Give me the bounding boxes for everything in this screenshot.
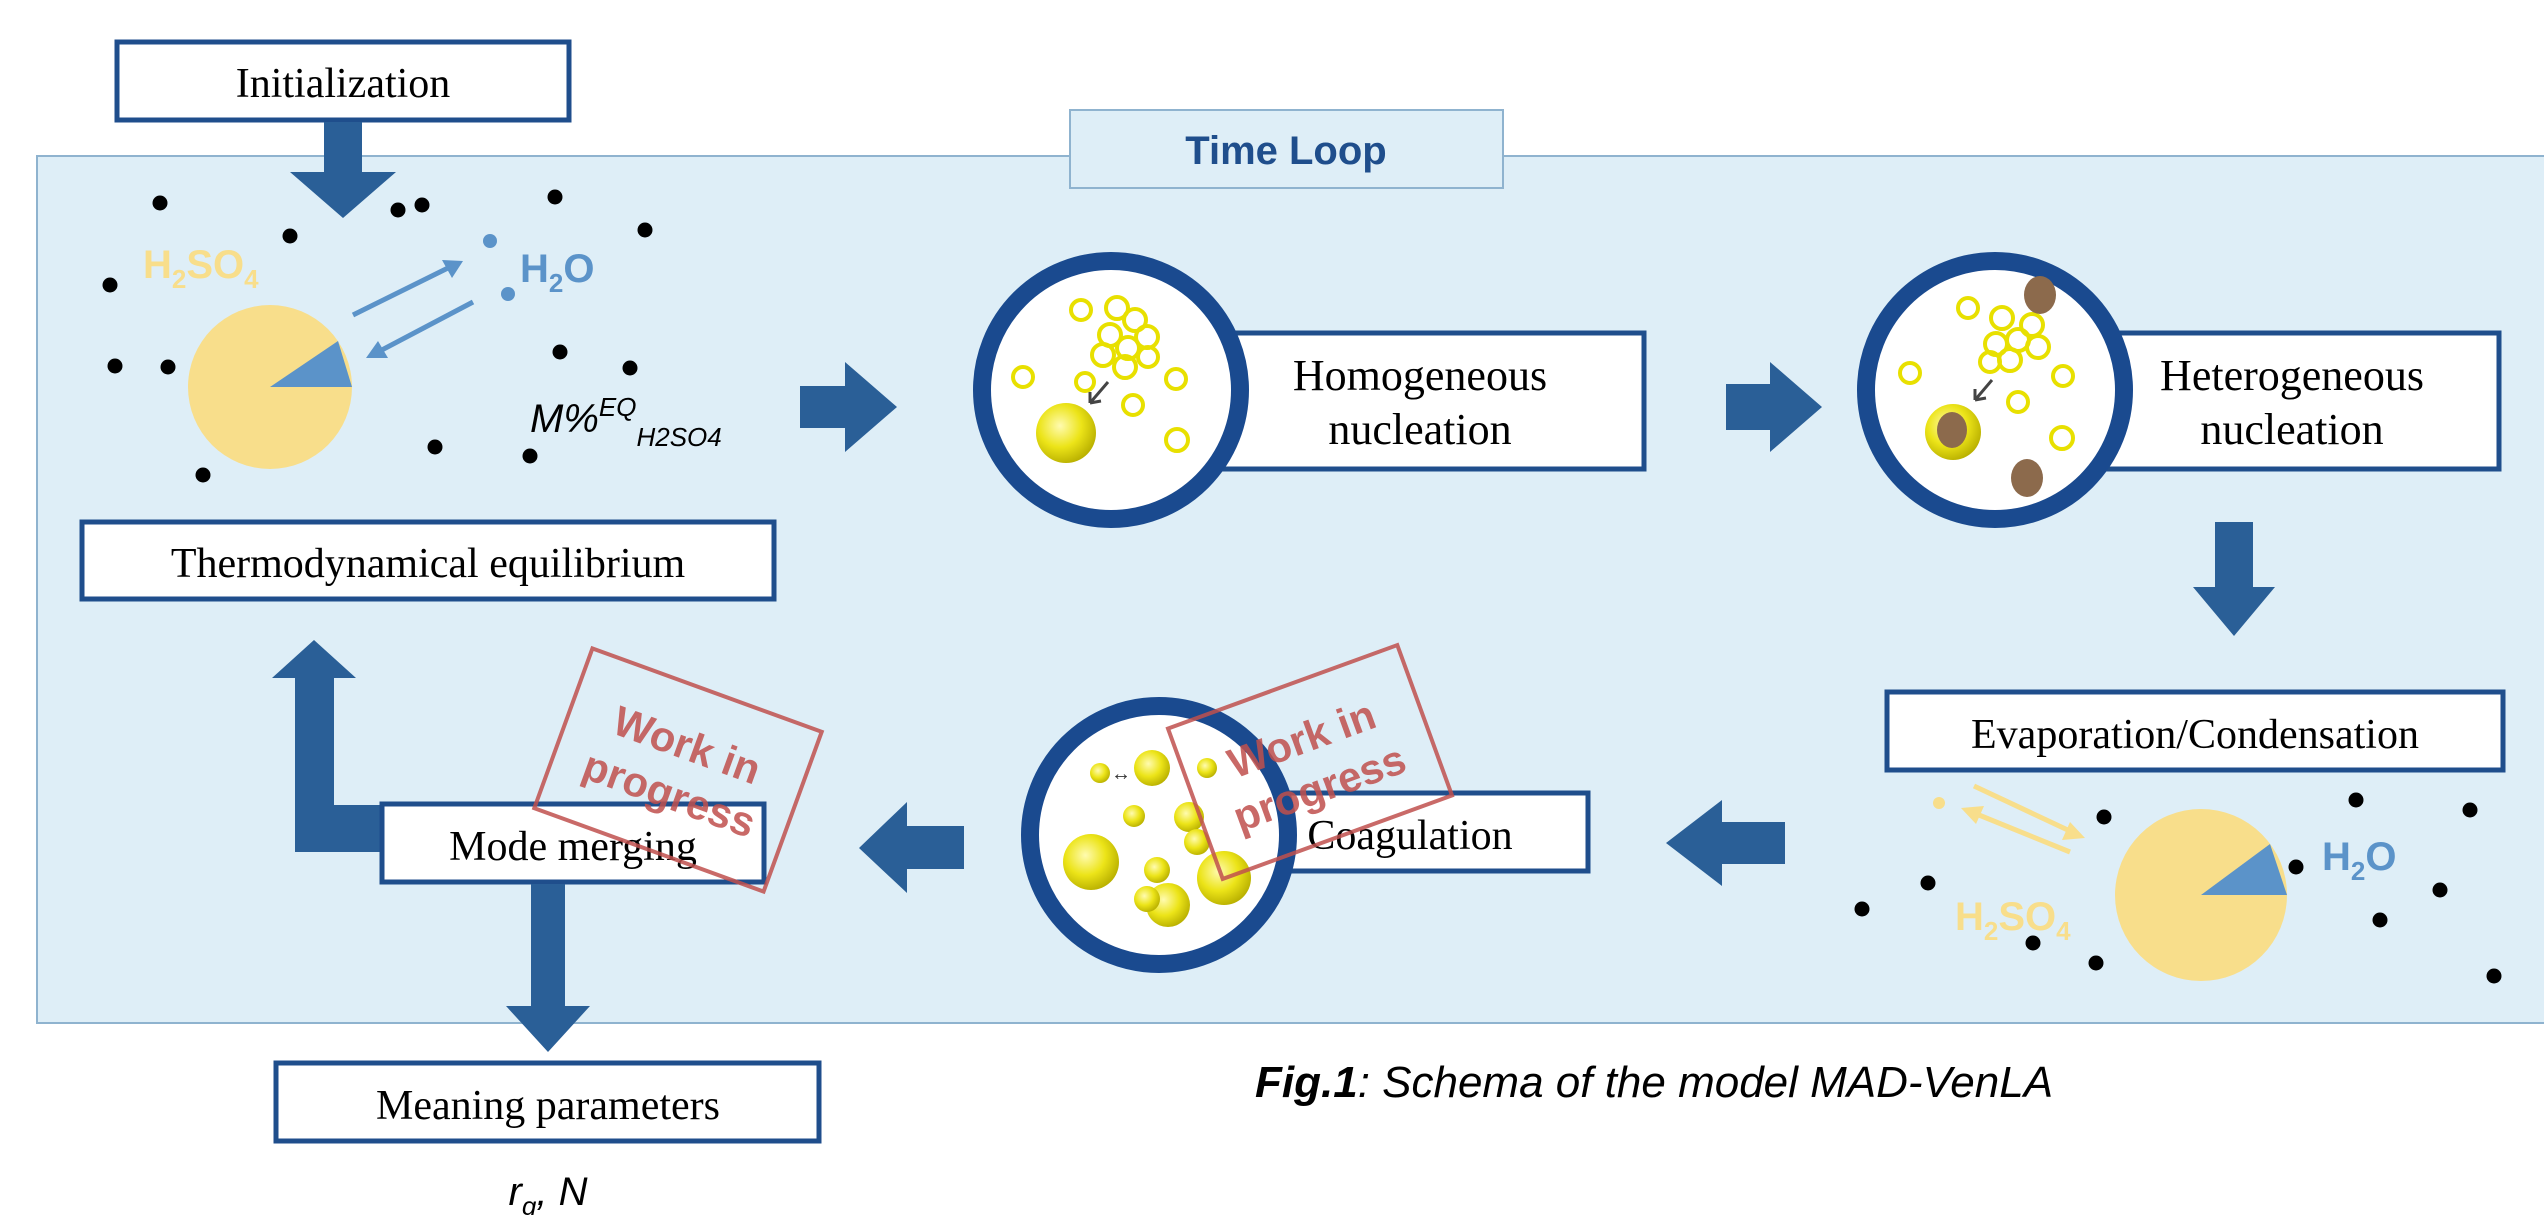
h2so4-label: H2SO4: [143, 243, 259, 294]
feedback-arrow-to-thermo: [272, 640, 385, 852]
thermo-node: Thermodynamical equilibrium: [79, 519, 777, 602]
homogeneous-label-line2: nucleation: [1328, 405, 1511, 454]
svg-text:H2SO4: H2SO4: [143, 243, 259, 294]
arrow-to-homogeneous: [800, 362, 897, 452]
small-droplets: [1011, 295, 1190, 453]
homogeneous-node: Homogeneous nucleation: [973, 252, 1647, 528]
collision-arrow: ↔: [1111, 763, 1131, 785]
meaning-label: Meaning parameters: [376, 1083, 720, 1129]
water-vapor-dot: [483, 234, 497, 248]
heterogeneous-label-line2: nucleation: [2200, 405, 2383, 454]
meaning-node: Meaning parameters: [273, 1060, 822, 1144]
time-loop-title-box: [1069, 109, 1504, 189]
black-particles: [1854, 792, 2502, 984]
time-loop-title: Time Loop: [1185, 129, 1386, 173]
evaporation-illustration: H2SO4 H2O: [1854, 783, 2502, 984]
svg-text:H2O: H2O: [520, 247, 594, 298]
thermo-box: [79, 519, 777, 602]
homogeneous-label-line1: Homogeneous: [1293, 351, 1547, 400]
svg-text:H2O: H2O: [2322, 835, 2396, 886]
exchange-arrow-up: [351, 263, 454, 318]
heterogeneous-circle: [1857, 252, 2133, 528]
heterogeneous-box: [2065, 330, 2502, 472]
exchange-arrow-right: [1972, 783, 2074, 835]
exchange-arrowhead: [366, 341, 388, 358]
meq-label: M%EQH2SO4: [530, 392, 722, 452]
arrow-to-evaporation: [2193, 522, 2275, 636]
thermo-label: Thermodynamical equilibrium: [171, 541, 686, 587]
growth-arrow: [1973, 379, 1994, 402]
exchange-arrowhead: [442, 260, 463, 278]
initialization-node: Initialization: [114, 39, 572, 123]
small-droplets: [1898, 296, 2075, 451]
initialization-box: [114, 39, 572, 123]
coated-droplet-core: [1937, 412, 1967, 448]
heterogeneous-node: Heterogeneous nucleation: [1857, 252, 2502, 528]
meaning-box: [273, 1060, 822, 1144]
h2so4-label: H2SO4: [1955, 895, 2071, 946]
exchange-arrow-down: [376, 299, 475, 355]
h2o-label: H2O: [2322, 835, 2396, 886]
coagulation-node: Coagulation ↔: [1021, 697, 1591, 973]
homogeneous-box: [1179, 330, 1647, 472]
black-particles: [102, 189, 653, 483]
arrow-to-mode-merging: [859, 802, 964, 893]
exchange-arrow-left: [1973, 810, 2071, 855]
composition-pie-water-slice: [270, 341, 352, 387]
arrow-to-meaning: [506, 884, 590, 1052]
exchange-arrowhead: [1961, 806, 1984, 824]
growth-arrow: [1088, 381, 1110, 405]
heterogeneous-label-line1: Heterogeneous: [2160, 351, 2424, 400]
init-down-arrow: [290, 122, 396, 218]
initialization-label: Initialization: [236, 61, 451, 107]
water-vapor-dot: [501, 287, 515, 301]
output-parameters: rg, N: [509, 1170, 588, 1215]
large-droplet: [1036, 403, 1096, 463]
evaporation-node: Evaporation/Condensation: [1884, 689, 2506, 773]
arrow-to-heterogeneous: [1726, 362, 1822, 452]
sulfuric-vapor-dot: [1933, 797, 1945, 809]
evaporation-label: Evaporation/Condensation: [1971, 712, 2419, 758]
figure-caption: Fig.1: Schema of the model MAD-VenLA: [1255, 1058, 2053, 1107]
ion-particle: [2011, 459, 2043, 497]
evaporation-box: [1884, 689, 2506, 773]
composition-pie-water-slice: [2201, 844, 2287, 895]
thermo-illustration: H2SO4 H2O M%EQH2SO4: [102, 189, 722, 483]
mode-merging-label: Mode merging: [449, 824, 697, 870]
svg-text:H2SO4: H2SO4: [1955, 895, 2071, 946]
arrow-to-coagulation: [1666, 800, 1785, 886]
h2o-label: H2O: [520, 247, 594, 298]
exchange-arrowhead: [2062, 822, 2085, 840]
ion-particle: [2024, 276, 2056, 314]
